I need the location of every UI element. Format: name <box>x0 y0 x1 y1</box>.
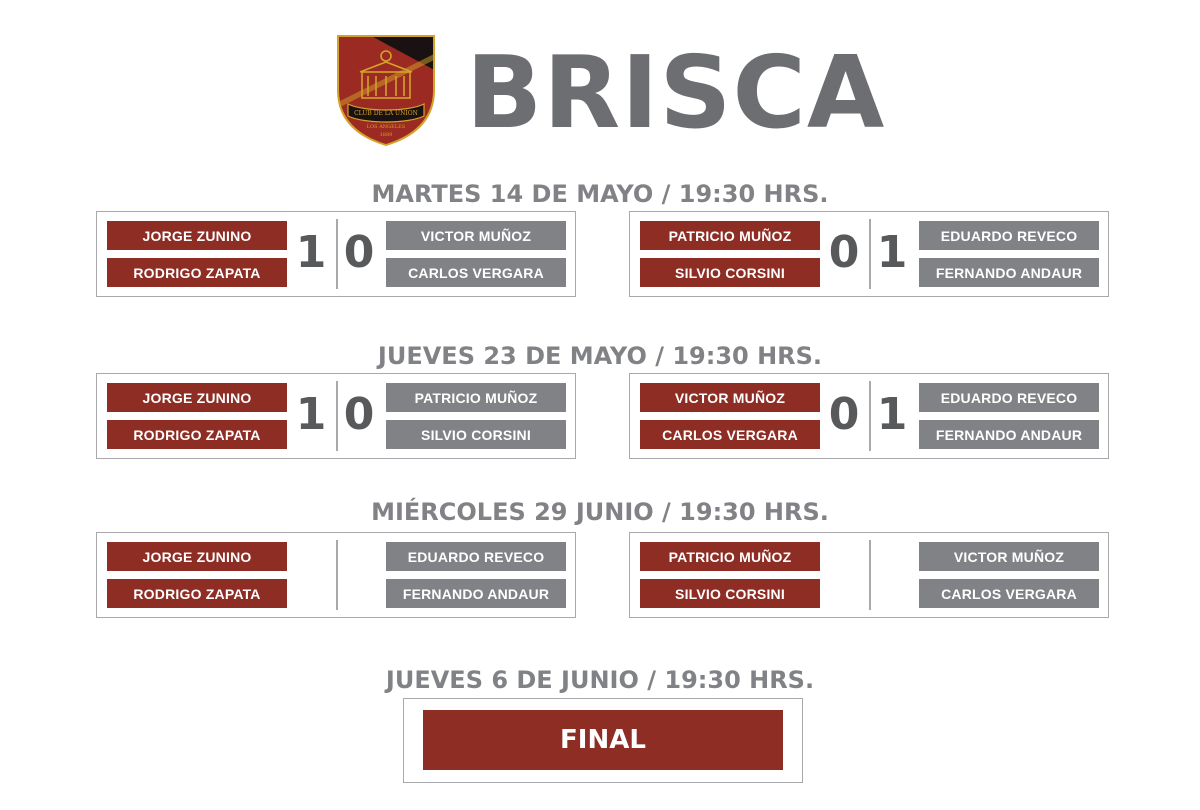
team-a-player-2: RODRIGO ZAPATA <box>107 258 287 287</box>
team-b-player-2: CARLOS VERGARA <box>386 258 566 287</box>
final-card: FINAL <box>403 698 803 783</box>
score-team-b <box>342 549 376 599</box>
score-divider <box>869 540 871 610</box>
svg-text:1889: 1889 <box>380 132 393 138</box>
club-crest-logo: CLUB DE LA UNION LOS ANGELES 1889 <box>337 35 435 146</box>
svg-text:CLUB DE LA UNION: CLUB DE LA UNION <box>354 110 418 117</box>
round-2-title: JUEVES 23 DE MAYO / 19:30 HRS. <box>377 342 823 370</box>
team-b-player-1: VICTOR MUÑOZ <box>919 542 1099 571</box>
score-team-a: 1 <box>295 389 327 440</box>
score-team-b: 1 <box>876 227 908 278</box>
match-card: PATRICIO MUÑOZ SILVIO CORSINI 0 1 EDUARD… <box>629 211 1109 297</box>
match-card: JORGE ZUNINO RODRIGO ZAPATA 1 0 PATRICIO… <box>96 373 576 459</box>
team-a-player-2: CARLOS VERGARA <box>640 420 820 449</box>
team-a-player-2: SILVIO CORSINI <box>640 258 820 287</box>
team-b-player-1: EDUARDO REVECO <box>919 221 1099 250</box>
final-date-title: JUEVES 6 DE JUNIO / 19:30 HRS. <box>385 666 815 694</box>
team-a-player-1: PATRICIO MUÑOZ <box>640 542 820 571</box>
score-team-a: 0 <box>828 389 860 440</box>
team-a-player-1: JORGE ZUNINO <box>107 383 287 412</box>
team-b-player-1: VICTOR MUÑOZ <box>386 221 566 250</box>
final-label: FINAL <box>423 710 783 770</box>
score-divider <box>336 219 338 289</box>
team-a-player-1: PATRICIO MUÑOZ <box>640 221 820 250</box>
score-team-a: 0 <box>828 227 860 278</box>
score-divider <box>869 219 871 289</box>
page-title: BRISCA <box>466 34 886 151</box>
team-a-player-2: RODRIGO ZAPATA <box>107 420 287 449</box>
header: CLUB DE LA UNION LOS ANGELES 1889 BRISCA <box>0 0 1200 160</box>
score-divider <box>336 381 338 451</box>
score-team-b: 0 <box>343 227 375 278</box>
team-b-player-2: CARLOS VERGARA <box>919 579 1099 608</box>
team-a-player-2: SILVIO CORSINI <box>640 579 820 608</box>
team-b-player-2: SILVIO CORSINI <box>386 420 566 449</box>
match-card: JORGE ZUNINO RODRIGO ZAPATA 1 0 VICTOR M… <box>96 211 576 297</box>
svg-text:LOS ANGELES: LOS ANGELES <box>367 124 406 130</box>
score-team-b <box>875 549 909 599</box>
score-team-a: 1 <box>295 227 327 278</box>
team-a-player-2: RODRIGO ZAPATA <box>107 579 287 608</box>
team-b-player-2: FERNANDO ANDAUR <box>919 420 1099 449</box>
team-b-player-2: FERNANDO ANDAUR <box>386 579 566 608</box>
team-b-player-2: FERNANDO ANDAUR <box>919 258 1099 287</box>
score-divider <box>869 381 871 451</box>
score-team-a <box>294 549 328 599</box>
team-a-player-1: JORGE ZUNINO <box>107 221 287 250</box>
team-b-player-1: EDUARDO REVECO <box>919 383 1099 412</box>
team-a-player-1: VICTOR MUÑOZ <box>640 383 820 412</box>
score-team-a <box>827 549 861 599</box>
team-a-player-1: JORGE ZUNINO <box>107 542 287 571</box>
match-card: PATRICIO MUÑOZ SILVIO CORSINI VICTOR MUÑ… <box>629 532 1109 618</box>
score-team-b: 1 <box>876 389 908 440</box>
team-b-player-1: EDUARDO REVECO <box>386 542 566 571</box>
round-3-title: MIÉRCOLES 29 JUNIO / 19:30 HRS. <box>371 498 829 526</box>
match-card: VICTOR MUÑOZ CARLOS VERGARA 0 1 EDUARDO … <box>629 373 1109 459</box>
team-b-player-1: PATRICIO MUÑOZ <box>386 383 566 412</box>
match-card: JORGE ZUNINO RODRIGO ZAPATA EDUARDO REVE… <box>96 532 576 618</box>
score-team-b: 0 <box>343 389 375 440</box>
score-divider <box>336 540 338 610</box>
round-1-title: MARTES 14 DE MAYO / 19:30 HRS. <box>371 180 829 208</box>
